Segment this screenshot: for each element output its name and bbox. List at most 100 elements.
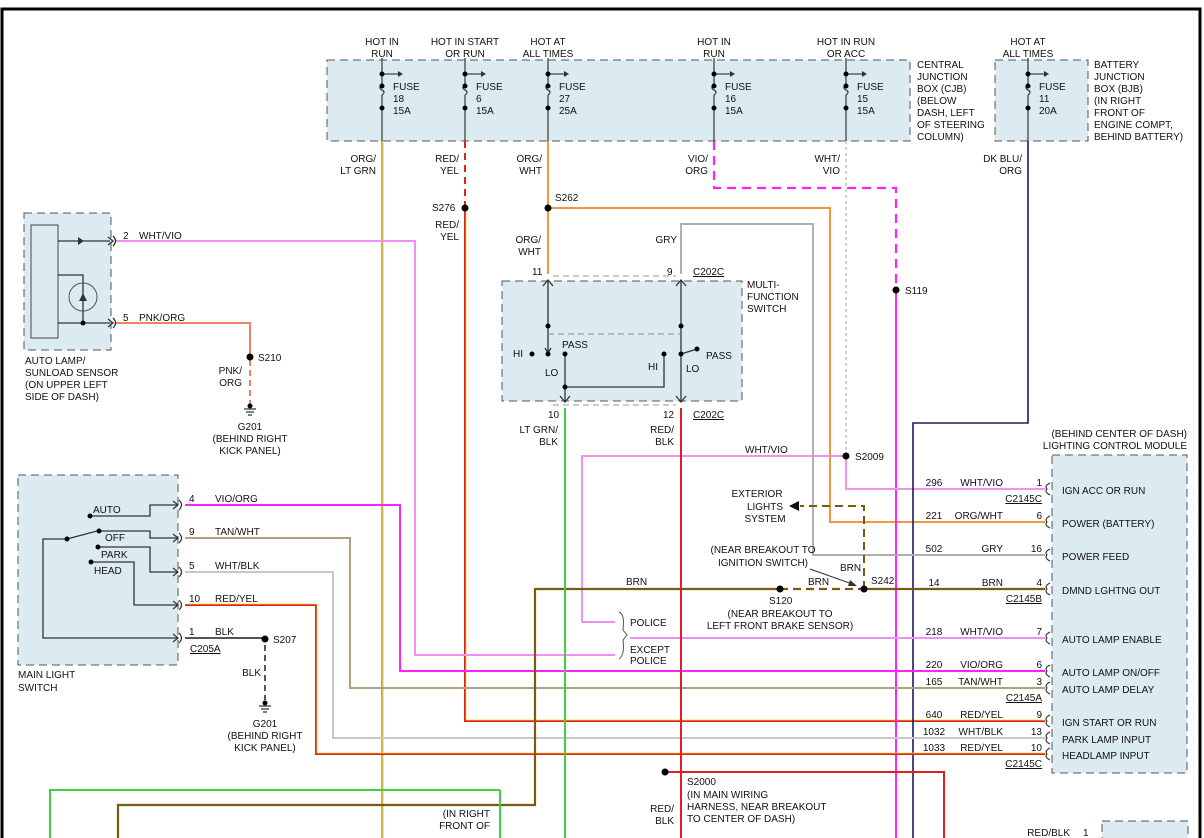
fuse-rating: 15A <box>476 106 494 117</box>
contact-dot <box>545 323 551 329</box>
wire-red-yel-1033-stripe <box>185 603 1045 754</box>
splice-location-note: (NEAR BREAKOUT TO <box>710 545 815 556</box>
fuse-terminal-dot <box>843 83 849 89</box>
lcm-function-label: POWER (BATTERY) <box>1062 519 1154 530</box>
wire-label: BLK <box>655 816 674 827</box>
wire-label: YEL <box>440 166 459 177</box>
fuse-terminal-dot <box>379 105 385 111</box>
lcm-function-label: IGN ACC OR RUN <box>1062 486 1145 497</box>
fuse-hot-label: HOT AT <box>530 37 565 48</box>
splice-label: S276 <box>432 203 456 214</box>
pin-number: 9 <box>1036 710 1042 721</box>
pin-number: 6 <box>1036 511 1042 522</box>
arrow-right-icon <box>862 71 867 77</box>
bjb-label-line: FRONT OF <box>1094 108 1145 119</box>
fuse-terminal-dot <box>545 105 551 111</box>
cjb-label-line: (BELOW <box>917 96 957 107</box>
fuse-number: 16 <box>725 94 737 105</box>
right-front-note: FRONT OF <box>439 821 490 832</box>
wire-brn-exterior-dashed <box>800 505 865 589</box>
circuit-number: 14 <box>928 578 940 589</box>
connector-icon <box>1045 664 1051 678</box>
wire-label: RED/YEL <box>215 594 258 605</box>
bjb-label-line: JUNCTION <box>1094 72 1145 83</box>
wire-label: PNK/ORG <box>139 313 185 324</box>
pin-number: 6 <box>1036 660 1042 671</box>
fuse-terminal-dot <box>1025 83 1031 89</box>
switch-pivot <box>64 536 70 542</box>
ground-location: KICK PANEL) <box>234 743 296 754</box>
mfs-box <box>501 280 743 402</box>
pin-number: 4 <box>1036 578 1042 589</box>
fuse-terminal-dot <box>379 71 385 77</box>
fuse-hot-label: HOT AT <box>1010 37 1045 48</box>
central-junction-box: CENTRAL JUNCTION BOX (CJB) (BELOW DASH, … <box>326 59 985 143</box>
lighting-control-module: (BEHIND CENTER OF DASH) LIGHTING CONTROL… <box>923 429 1188 774</box>
wire-label: BRN <box>840 563 861 574</box>
switch-path-park <box>98 546 178 573</box>
sensor-module <box>30 224 59 339</box>
diode-icon <box>78 237 84 245</box>
wire-label: ORG <box>999 166 1022 177</box>
arrow-right-icon <box>398 71 403 77</box>
wire-label: ORG/WHT <box>955 511 1003 522</box>
wire-gry-502 <box>680 223 1045 556</box>
fuse-rating: 20A <box>1039 106 1057 117</box>
wire-label: PNK/ <box>219 366 243 377</box>
fuse-hot-label: ALL TIMES <box>523 49 574 60</box>
cjb-label-line: JUNCTION <box>917 72 968 83</box>
wire-brn <box>116 587 780 838</box>
fuse-hot-label: ALL TIMES <box>1003 49 1054 60</box>
switch-position-label: AUTO <box>93 505 121 516</box>
lcm-function-label: AUTO LAMP ON/OFF <box>1062 668 1160 679</box>
ground-location: (BEHIND RIGHT <box>213 434 288 445</box>
wire-label: TAN/WHT <box>958 677 1003 688</box>
contact-dot <box>87 513 93 519</box>
pin-number: 1 <box>1083 828 1089 838</box>
multi-function-switch: HI LO PASS HI LO PASS 11 9 C202C 10 12 C… <box>501 267 799 421</box>
wire-label: ORG/ <box>516 154 542 165</box>
circuit-number: 1033 <box>923 743 946 754</box>
wire-label: ORG <box>219 378 242 389</box>
ground-name: G201 <box>253 719 278 730</box>
circuit-number: 220 <box>926 660 943 671</box>
connector-icon <box>172 499 183 511</box>
pin-number: 11 <box>532 267 543 278</box>
connector-icon <box>1045 731 1051 745</box>
mfs-lo-label: LO <box>545 368 559 379</box>
connector-icon <box>172 566 183 578</box>
wire-label: RED/ <box>435 220 459 231</box>
fuse-terminal-dot <box>1025 71 1031 77</box>
wire-red-yel-640 <box>464 208 1045 722</box>
switch-path-off <box>99 530 178 539</box>
pointer-arrowhead-icon <box>848 580 857 586</box>
splice-location-note: IGNITION SWITCH) <box>718 558 808 569</box>
connector-label: C202C <box>693 410 724 421</box>
wire-label: VIO <box>823 166 840 177</box>
connector-icon <box>107 317 117 329</box>
pin-number: 5 <box>189 561 195 572</box>
ground-g201-lower: G201 (BEHIND RIGHT KICK PANEL) <box>228 700 303 754</box>
pin-number: 10 <box>189 594 201 605</box>
fuse-number: 15 <box>857 94 869 105</box>
fuse-number: 18 <box>393 94 405 105</box>
splice-location-note: (NEAR BREAKOUT TO <box>727 609 832 620</box>
switch-path-head <box>91 561 178 606</box>
pin-number: 1 <box>1036 478 1042 489</box>
splice-label: S2009 <box>855 452 884 463</box>
fuse-rating: 15A <box>393 106 411 117</box>
wire-vio-org-220 <box>185 504 1045 672</box>
arrow-left-icon <box>789 501 799 511</box>
connector-icon <box>1045 747 1051 761</box>
wire-label: RED/YEL <box>960 743 1003 754</box>
wire-label: ORG <box>685 166 708 177</box>
wire-label: LT GRN/ <box>519 425 558 436</box>
wire-label: RED/ <box>650 804 674 815</box>
lcm-name: LIGHTING CONTROL MODULE <box>1043 441 1187 452</box>
fuse-rating: 15A <box>725 106 743 117</box>
